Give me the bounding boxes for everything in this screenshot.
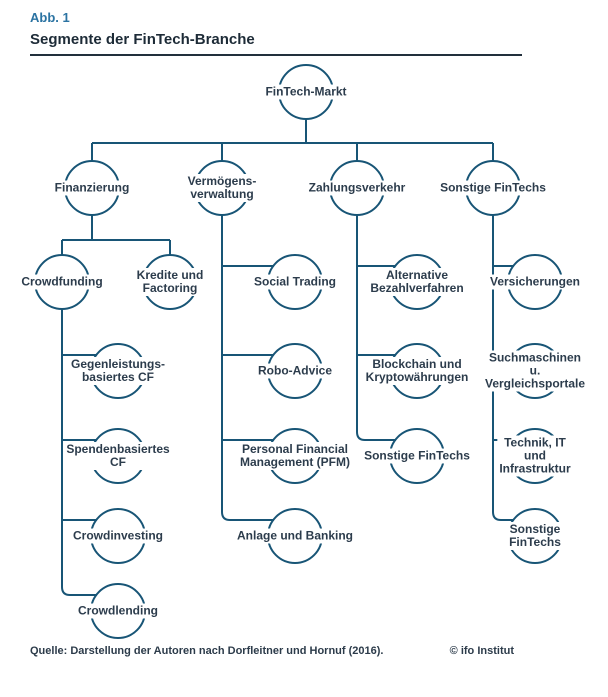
node-kredite-factoring: Kredite und Factoring <box>134 268 206 296</box>
node-gegenleistungsbasiertes-cf: Gegenleistungs- basiertes CF <box>68 357 168 385</box>
copyright-note: © ifo Institut <box>449 645 514 657</box>
node-social-trading: Social Trading <box>251 274 339 290</box>
node-zahlungsverkehr: Zahlungsverkehr <box>306 180 408 196</box>
connector-root-level2 <box>91 119 494 161</box>
node-robo-advice: Robo-Advice <box>255 363 335 379</box>
node-sonstige-fintechs-sonstige: Sonstige FinTechs <box>498 522 572 550</box>
title-divider <box>30 54 522 56</box>
node-fintech-markt: FinTech-Markt <box>263 84 349 100</box>
source-note: Quelle: Darstellung der Autoren nach Dor… <box>30 645 384 657</box>
node-anlage-banking: Anlage und Banking <box>234 528 356 544</box>
page-title: Segmente der FinTech-Branche <box>30 31 255 48</box>
node-crowdlending: Crowdlending <box>76 603 160 619</box>
node-crowdinvesting: Crowdinvesting <box>70 528 166 544</box>
node-blockchain-krypto: Blockchain und Kryptowährungen <box>363 357 471 385</box>
node-alternative-bezahlverfahren: Alternative Bezahlverfahren <box>368 268 466 296</box>
node-sonstige-fintechs-zahlung: Sonstige FinTechs <box>362 448 472 464</box>
node-spendenbasiertes-cf: Spendenbasiertes CF <box>64 442 172 470</box>
figure-number: Abb. 1 <box>30 10 70 25</box>
node-versicherungen: Versicherungen <box>487 274 583 290</box>
node-suchmaschinen-vergleichsportale: Suchmaschinen u. Vergleichsportale <box>482 350 588 392</box>
node-technik-it-infrastruktur: Technik, IT und Infrastruktur <box>497 435 573 477</box>
node-pfm: Personal Financial Management (PFM) <box>237 442 353 470</box>
node-crowdfunding: Crowdfunding <box>19 274 105 290</box>
node-finanzierung: Finanzierung <box>52 180 132 196</box>
connector-finanzierung-split <box>61 215 171 255</box>
connector-zahlungsverkehr-trunk <box>356 215 396 441</box>
node-vermoegensverwaltung: Vermögens- verwaltung <box>185 174 259 202</box>
node-sonstige-fintechs: Sonstige FinTechs <box>438 180 548 196</box>
